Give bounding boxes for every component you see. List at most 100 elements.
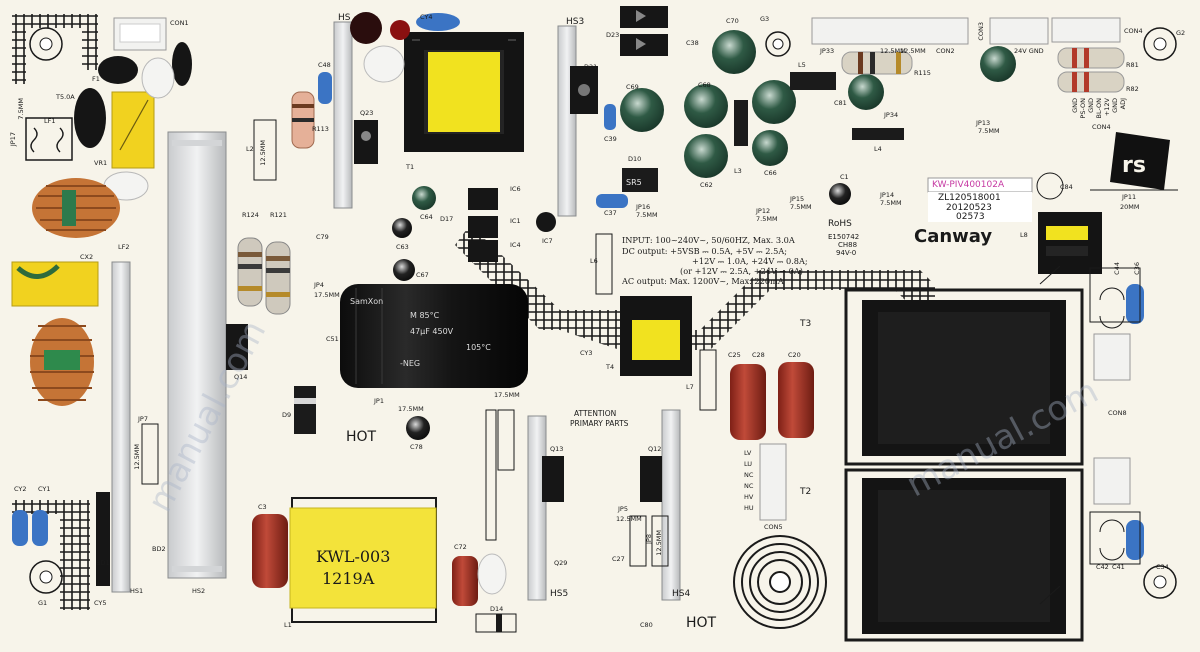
con2-label: CON2	[936, 47, 955, 55]
transformer-t2	[844, 468, 1084, 642]
bridge-rectifier-bd1	[96, 492, 110, 586]
ref-l1: L1	[284, 621, 292, 629]
con5-pin-3: NC	[744, 471, 754, 479]
red-cap-c72	[452, 553, 507, 606]
ref-c68: C68	[698, 81, 711, 89]
diode-l4	[852, 128, 904, 140]
cap-c37	[596, 194, 628, 208]
con4-label-bottom: CON4	[1092, 123, 1111, 131]
con4-pin-3: GND	[1087, 98, 1095, 113]
ref-g1: G1	[38, 599, 48, 607]
ref-c62: C62	[700, 181, 713, 189]
serial-line-3: 02573	[956, 212, 985, 222]
common-mode-choke-lf1	[25, 117, 73, 161]
ref-cx2: CX2	[80, 253, 94, 261]
small-electrolytics-left	[392, 186, 436, 440]
ref-cy5: CY5	[94, 599, 107, 607]
jp17-mark: 7.5MM	[17, 98, 25, 120]
connector-con8	[1093, 333, 1131, 505]
ref-q13: Q13	[550, 445, 564, 453]
ref-ic1: IC1	[510, 217, 521, 225]
bulk-capacitor	[340, 284, 528, 388]
ref-jp34: JP34	[884, 111, 899, 119]
spec-input: INPUT: 100~240V~, 50/60HZ, Max. 3.0A	[622, 235, 795, 245]
con5-pin-1: LV	[744, 449, 752, 457]
ref-q29: Q29	[554, 559, 568, 567]
ref-d23: D23	[606, 31, 620, 39]
con3-label: CON3	[977, 22, 985, 41]
ref-c81: C81	[834, 99, 847, 107]
heatsink-hs4	[661, 409, 681, 601]
ref-r124: R124	[242, 211, 259, 219]
ref-jp17: JP17	[9, 132, 17, 147]
ref-q14: Q14	[234, 373, 248, 381]
optocouplers	[468, 188, 498, 262]
bulk-cap-temp2: 105°C	[466, 343, 491, 352]
connector-con3	[989, 17, 1049, 45]
ref-hs4: HS4	[672, 589, 691, 599]
con5-pin-4: NC	[744, 482, 754, 490]
x-capacitor-cx2	[11, 261, 99, 307]
jp5-mark: 12.5MM	[616, 515, 642, 523]
con4-pin-2: PS-ON	[1079, 98, 1087, 119]
spec-dc-3: (or +12V ⎓ 2.5A, +24V ⎓ 0A)	[680, 266, 803, 276]
ref-jp4: JP4	[314, 281, 324, 289]
ref-l2: L2	[246, 145, 254, 153]
ref-r82: R82	[1126, 85, 1139, 93]
ref-c38: C38	[686, 39, 699, 47]
cap-c48	[318, 72, 332, 104]
input-fuse	[111, 91, 155, 169]
toroid-inductor-l1	[30, 318, 94, 406]
standby-transformer	[289, 497, 437, 623]
ref-f1: F1	[92, 75, 100, 83]
con4-label-top: CON4	[1124, 27, 1143, 35]
ref-jp14: JP14	[880, 191, 895, 199]
resistor-r115	[841, 51, 913, 75]
ref-l3: L3	[734, 167, 742, 175]
spec-ac: AC output: Max. 1200V~, Max. 220mA	[622, 276, 784, 286]
jp8-mark: 12.5MM	[655, 530, 663, 556]
hot-label-left: HOT	[346, 429, 377, 445]
jp15-mark: 7.5MM	[790, 203, 812, 211]
rs-logo: rs	[1110, 132, 1170, 190]
ref-jp15: JP15	[790, 195, 805, 203]
jp13-mark: 7.5MM	[978, 127, 1000, 135]
varistor	[74, 42, 192, 148]
resistor-r121	[265, 241, 291, 315]
con5-pin-5: HV	[744, 493, 754, 501]
ref-q23: Q23	[360, 109, 374, 117]
ref-c66: C66	[764, 169, 777, 177]
ref-jp8: JP8	[645, 534, 653, 544]
ref-l8: L8	[1020, 231, 1028, 239]
transformer-t4	[620, 296, 692, 376]
bulk-cap-brand: SamXon	[350, 297, 383, 306]
con8-label: CON8	[1108, 409, 1127, 417]
ref-jp33: JP33	[820, 47, 835, 55]
connector-con2	[811, 17, 969, 45]
red-led	[350, 12, 410, 83]
ref-r115: R115	[914, 69, 931, 77]
ref-c67: C67	[416, 271, 429, 279]
jp-bulk-mark: 17.5MM	[494, 391, 520, 399]
ref-jp1: JP1	[374, 397, 384, 405]
ref-c28: C28	[752, 351, 765, 359]
model-label: KW-PIV400102A	[932, 180, 1005, 190]
con4-pin-7: ADJ	[1119, 98, 1127, 110]
primary-parts-label: PRIMARY PARTS	[570, 419, 629, 428]
rohs-mark: RoHS	[828, 219, 852, 229]
ref-ic4: IC4	[510, 241, 521, 249]
ref-hs2: HS2	[192, 587, 206, 595]
ref-c70: C70	[726, 17, 739, 25]
cap-cy4	[416, 13, 460, 31]
con2-mark: 12.5MM	[880, 47, 906, 55]
red-cap-c3	[252, 514, 288, 588]
ref-l4: L4	[874, 145, 882, 153]
heatsink-hs5	[527, 415, 547, 601]
ref-hs3: HS3	[566, 17, 585, 27]
diodes-d23	[620, 6, 668, 56]
ref-c41: C41	[1112, 563, 1125, 571]
cap-c39	[604, 104, 616, 130]
ref-d9: D9	[282, 411, 292, 419]
